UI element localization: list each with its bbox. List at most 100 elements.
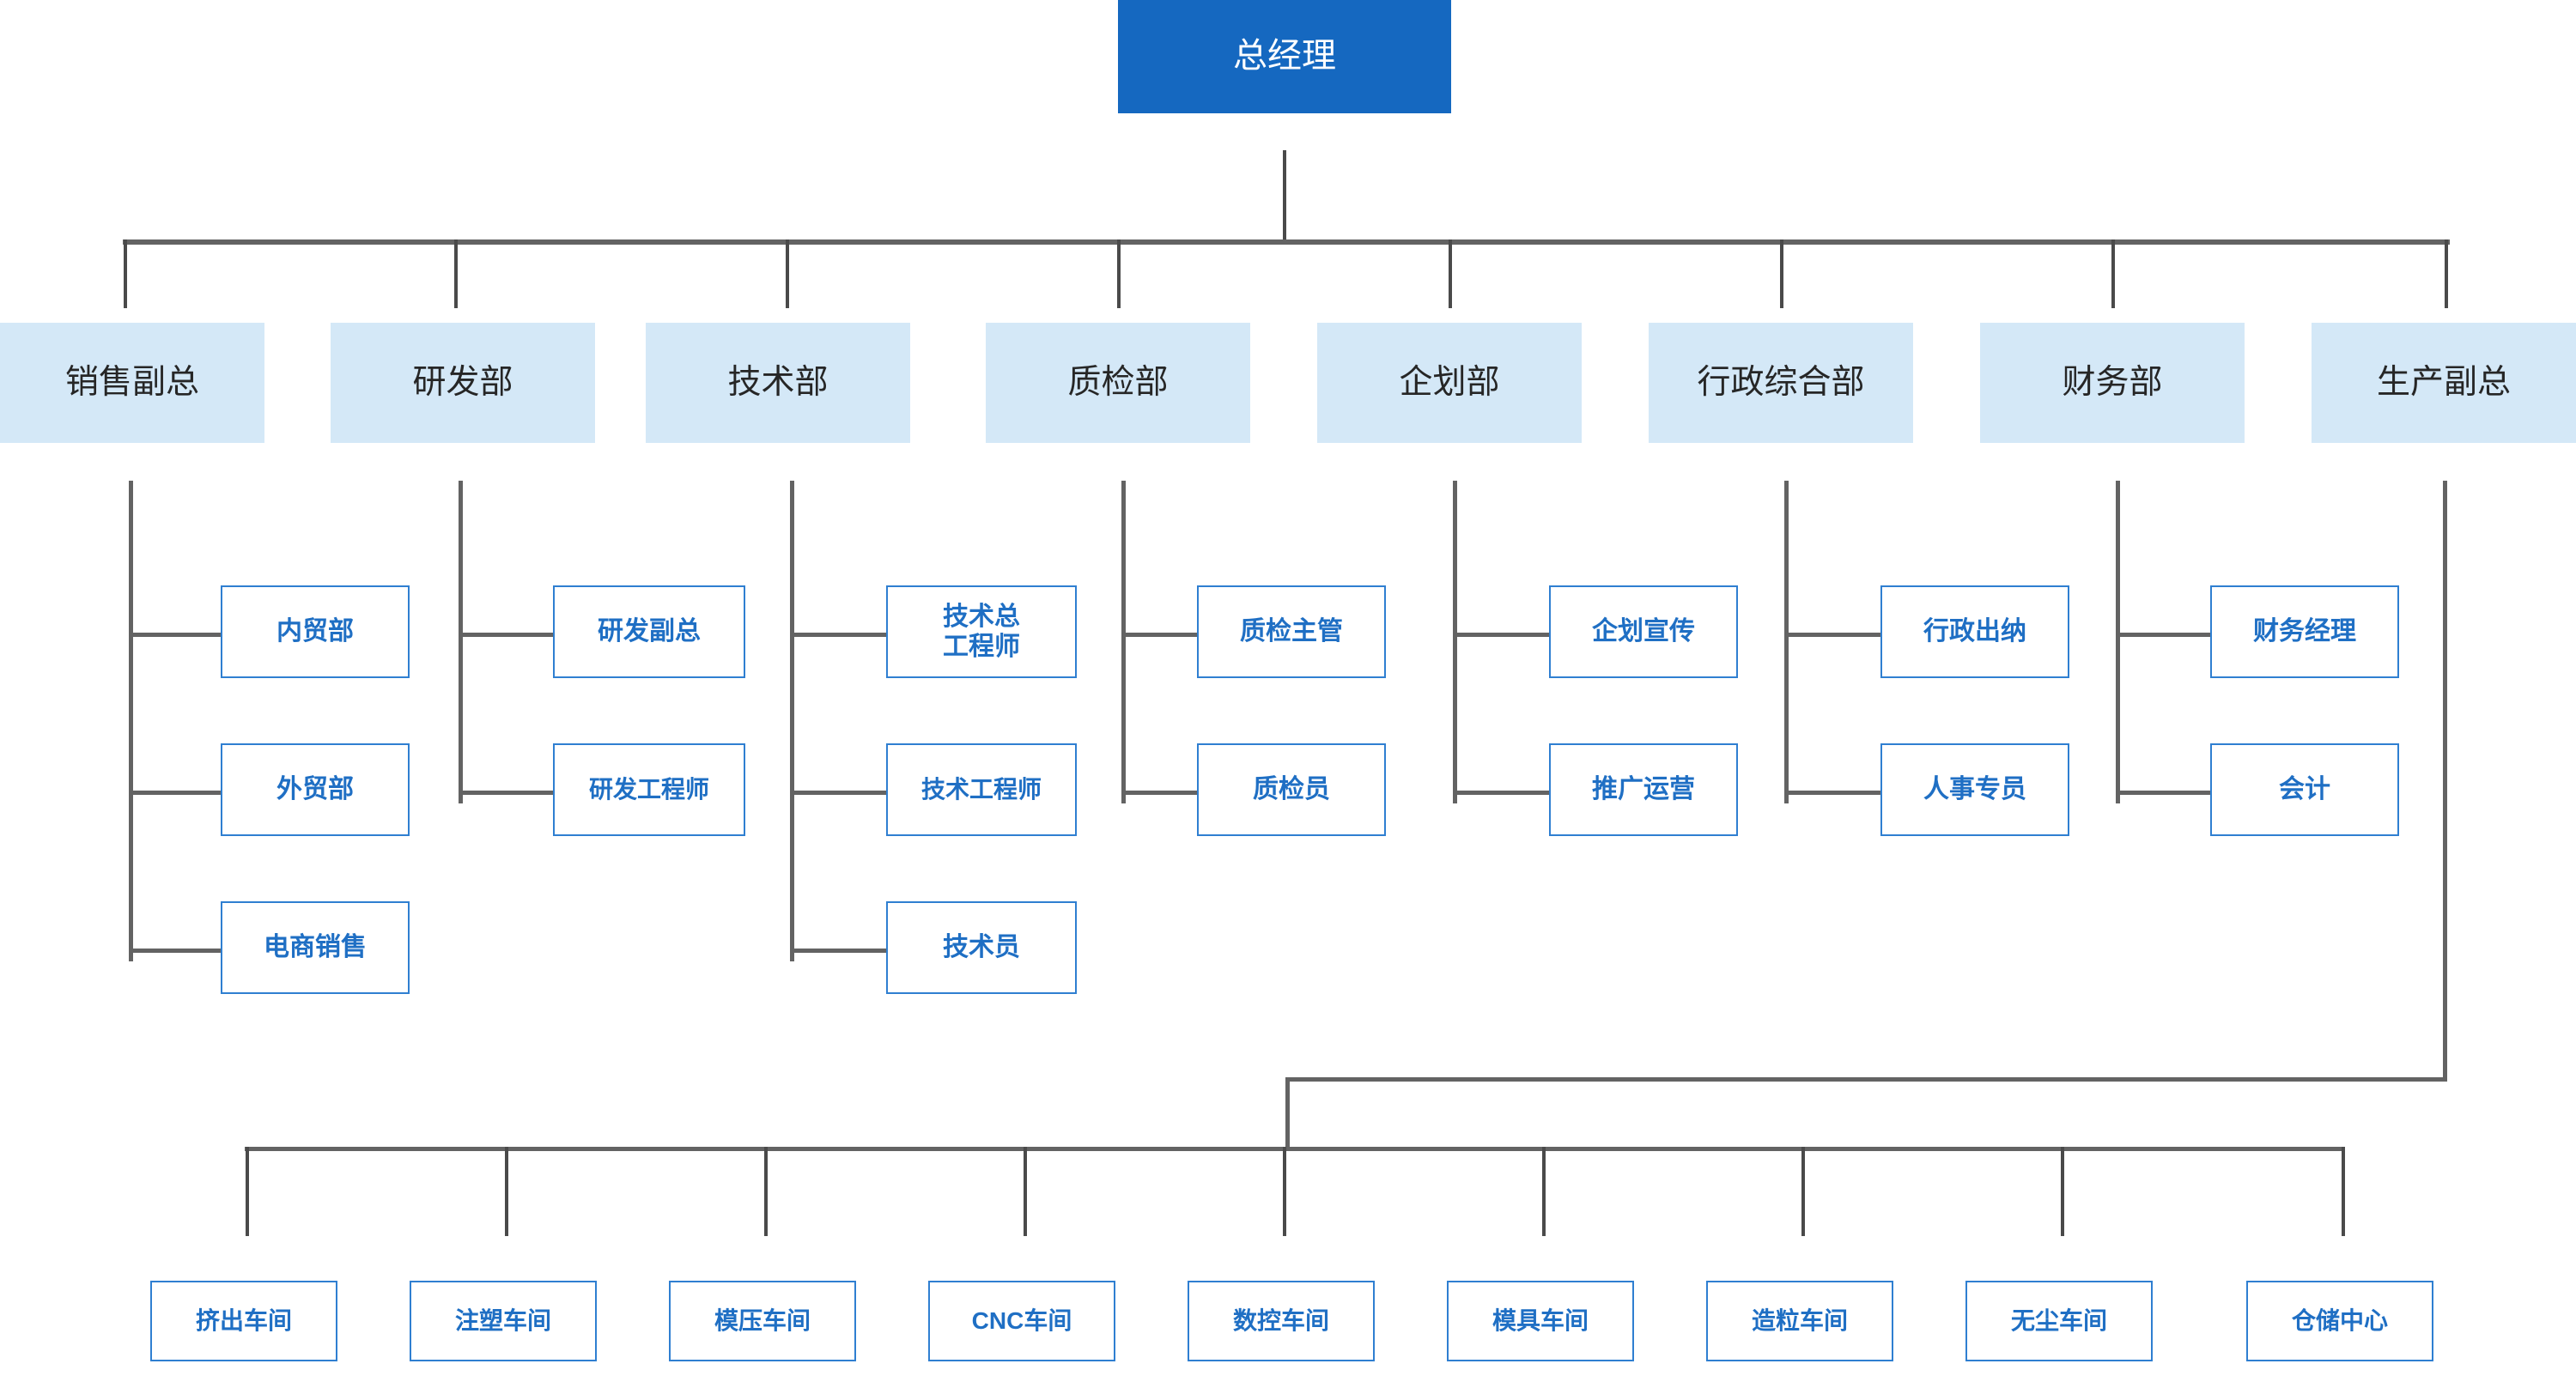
connector-drop-rd: [454, 239, 458, 308]
node-label: 企划宣传: [1592, 617, 1695, 646]
node-leaf-mold-workshop[interactable]: 模具车间: [1447, 1281, 1634, 1361]
connector-stub-qc-1: [1121, 633, 1197, 637]
connector-drop-workshop-4: [1024, 1147, 1027, 1236]
connector-stub-tech-3: [790, 949, 886, 953]
node-leaf-cleanroom-workshop[interactable]: 无尘车间: [1965, 1281, 2153, 1361]
node-label: 研发部: [412, 363, 513, 401]
node-label: 数控车间: [1232, 1307, 1329, 1335]
connector-stub-admin-2: [1784, 791, 1880, 795]
connector-drop-qc: [1117, 239, 1121, 308]
node-leaf-technician[interactable]: 技术员: [886, 901, 1077, 994]
node-leaf-rd-vp[interactable]: 研发副总: [553, 585, 745, 678]
connector-drop-planning: [1449, 239, 1452, 308]
node-leaf-hr-specialist[interactable]: 人事专员: [1880, 743, 2069, 836]
node-label: 仓储中心: [2291, 1307, 2388, 1335]
connector-drop-workshop-7: [1801, 1147, 1805, 1236]
node-dept-production-vp[interactable]: 生产副总: [2312, 323, 2576, 443]
connector-stub-sales-2: [129, 791, 221, 795]
connector-stub-sales-1: [129, 633, 221, 637]
connector-drop-finance: [2111, 239, 2115, 308]
node-leaf-accountant[interactable]: 会计: [2210, 743, 2399, 836]
node-leaf-domestic-trade[interactable]: 内贸部: [221, 585, 410, 678]
node-dept-finance[interactable]: 财务部: [1980, 323, 2245, 443]
connector-spine-planning: [1453, 481, 1457, 803]
connector-drop-tech: [786, 239, 789, 308]
node-label: 挤出车间: [195, 1307, 292, 1335]
node-label: 技术工程师: [920, 776, 1042, 803]
node-label: 会计: [2279, 775, 2330, 804]
node-label: 内贸部: [276, 617, 354, 646]
connector-production-drop: [1285, 1077, 1290, 1151]
node-leaf-rd-engineer[interactable]: 研发工程师: [553, 743, 745, 836]
connector-production-runback: [1285, 1077, 2447, 1082]
connector-stub-rd-1: [459, 633, 553, 637]
connector-stub-planning-1: [1453, 633, 1549, 637]
node-label: 销售副总: [64, 363, 199, 401]
node-label: 财务部: [2062, 363, 2163, 401]
node-label: 推广运营: [1592, 775, 1695, 804]
connector-drop-workshop-1: [246, 1147, 249, 1236]
node-leaf-planning-promotion[interactable]: 企划宣传: [1549, 585, 1738, 678]
node-leaf-qc-supervisor[interactable]: 质检主管: [1197, 585, 1386, 678]
node-label: 电商销售: [264, 933, 367, 962]
connector-drop-workshop-9: [2342, 1147, 2345, 1236]
node-leaf-granulation-workshop[interactable]: 造粒车间: [1706, 1281, 1893, 1361]
node-label: CNC车间: [971, 1307, 1072, 1335]
connector-stub-finance-2: [2116, 791, 2210, 795]
node-label: 企划部: [1399, 363, 1500, 401]
node-label: 研发工程师: [588, 776, 709, 803]
connector-drop-production: [2445, 239, 2448, 308]
connector-drop-admin: [1780, 239, 1783, 308]
node-label: 研发副总: [598, 617, 701, 646]
node-leaf-finance-manager[interactable]: 财务经理: [2210, 585, 2399, 678]
node-label: 生产副总: [2376, 363, 2511, 401]
node-label: 注塑车间: [454, 1307, 551, 1335]
node-label: 行政出纳: [1923, 617, 2026, 646]
connector-stub-sales-3: [129, 949, 221, 953]
connector-stub-finance-1: [2116, 633, 2210, 637]
node-leaf-nc-workshop[interactable]: 数控车间: [1188, 1281, 1375, 1361]
node-dept-rd[interactable]: 研发部: [331, 323, 595, 443]
connector-drop-workshop-6: [1542, 1147, 1546, 1236]
node-dept-qc[interactable]: 质检部: [986, 323, 1250, 443]
node-label: 模具车间: [1492, 1307, 1589, 1335]
node-label: 外贸部: [276, 775, 354, 804]
node-leaf-tech-engineer[interactable]: 技术工程师: [886, 743, 1077, 836]
connector-spine-qc: [1121, 481, 1126, 803]
node-leaf-admin-cashier[interactable]: 行政出纳: [1880, 585, 2069, 678]
connector-stub-tech-1: [790, 633, 886, 637]
node-label: 技术总 工程师: [943, 602, 1020, 661]
node-label: 财务经理: [2253, 617, 2356, 646]
node-leaf-cnc-workshop[interactable]: CNC车间: [928, 1281, 1115, 1361]
node-root-general-manager[interactable]: 总经理: [1118, 0, 1451, 113]
node-dept-tech[interactable]: 技术部: [646, 323, 910, 443]
connector-stub-tech-2: [790, 791, 886, 795]
connector-spine-production: [2443, 481, 2447, 1082]
node-leaf-qc-inspector[interactable]: 质检员: [1197, 743, 1386, 836]
node-label: 质检主管: [1240, 617, 1343, 646]
connector-workshop-bus: [245, 1147, 2345, 1151]
node-dept-sales-vp[interactable]: 销售副总: [0, 323, 264, 443]
connector-stub-planning-2: [1453, 791, 1549, 795]
node-leaf-foreign-trade[interactable]: 外贸部: [221, 743, 410, 836]
node-leaf-marketing-operations[interactable]: 推广运营: [1549, 743, 1738, 836]
node-leaf-warehouse-center[interactable]: 仓储中心: [2246, 1281, 2433, 1361]
connector-spine-admin: [1784, 481, 1789, 803]
node-label: 造粒车间: [1751, 1307, 1848, 1335]
node-leaf-extrusion-workshop[interactable]: 挤出车间: [150, 1281, 337, 1361]
node-label: 人事专员: [1923, 775, 2026, 804]
node-leaf-ecommerce-sales[interactable]: 电商销售: [221, 901, 410, 994]
node-leaf-molding-workshop[interactable]: 模压车间: [669, 1281, 856, 1361]
node-label: 质检员: [1253, 775, 1330, 804]
node-dept-planning[interactable]: 企划部: [1317, 323, 1582, 443]
connector-drop-workshop-2: [505, 1147, 508, 1236]
node-leaf-injection-workshop[interactable]: 注塑车间: [410, 1281, 597, 1361]
node-label: 行政综合部: [1697, 363, 1865, 401]
node-leaf-chief-tech-engineer[interactable]: 技术总 工程师: [886, 585, 1077, 678]
node-dept-admin[interactable]: 行政综合部: [1649, 323, 1913, 443]
node-label: 技术员: [943, 933, 1020, 962]
node-label: 模压车间: [714, 1307, 811, 1335]
connector-spine-tech: [790, 481, 794, 961]
connector-spine-rd: [459, 481, 463, 803]
